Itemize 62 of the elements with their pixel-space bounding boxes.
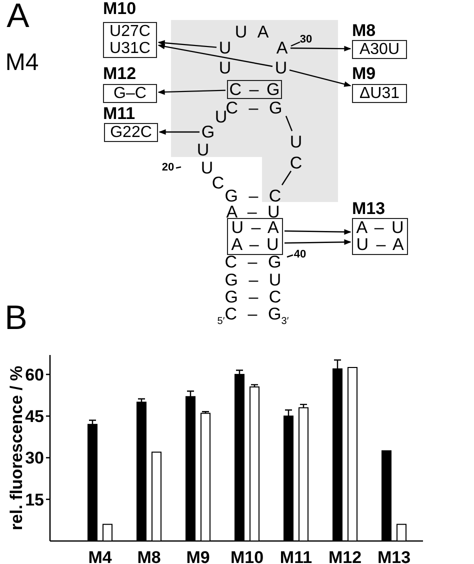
arrow bbox=[158, 40, 217, 48]
base-pair-box: U – A A – U bbox=[227, 218, 283, 255]
mutation-box: U27C U31C bbox=[103, 22, 157, 58]
panel-letter: A bbox=[6, 0, 30, 33]
category-label: M10 bbox=[230, 548, 264, 564]
base-pair: C – G bbox=[224, 254, 282, 270]
prime-label: 5′ bbox=[217, 317, 225, 327]
position-number: 20 bbox=[162, 162, 174, 174]
base-pair-box: C – G bbox=[227, 80, 282, 99]
mutant-name: M12 bbox=[103, 65, 136, 82]
arrow bbox=[158, 129, 200, 135]
base-pair: G – C bbox=[224, 288, 282, 306]
mutation-box: G22C bbox=[104, 123, 158, 142]
position-number: 40 bbox=[294, 250, 306, 260]
nucleotide: C bbox=[290, 154, 302, 172]
category-label: M9 bbox=[186, 548, 210, 564]
mutation-box: A – U U – A bbox=[352, 218, 408, 255]
mutant-name: M8 bbox=[352, 22, 376, 39]
nucleotide: U bbox=[214, 108, 228, 126]
panel-letter: B bbox=[4, 301, 28, 335]
position-number: 30 bbox=[300, 34, 312, 46]
axis-title: rel. fluorescence / % bbox=[7, 366, 26, 530]
nucleotide: U bbox=[200, 160, 214, 176]
category-label: M13 bbox=[377, 548, 411, 564]
axis-tick-label: 60 bbox=[25, 365, 44, 384]
mutant-name: M10 bbox=[103, 0, 136, 17]
mutant-name: M13 bbox=[352, 200, 386, 217]
axis-tick-label: 15 bbox=[25, 490, 44, 510]
nucleotide: G bbox=[201, 124, 215, 140]
nucleotide: U bbox=[274, 60, 288, 76]
axis-tick-label: 30 bbox=[25, 448, 44, 468]
nucleotide: C bbox=[212, 174, 224, 192]
mutant-name: M9 bbox=[352, 65, 376, 82]
arrow bbox=[284, 229, 352, 235]
mutation-box: ΔU31 bbox=[352, 84, 407, 103]
construct-label: M4 bbox=[5, 51, 39, 75]
nucleotide: A bbox=[257, 24, 269, 40]
nucleotide: U bbox=[290, 134, 302, 150]
arrow bbox=[158, 44, 273, 67]
nucleotide: U bbox=[218, 40, 232, 56]
prime-label: 3′ bbox=[281, 317, 289, 327]
nucleotide: U bbox=[218, 60, 232, 76]
base-pair: G – C bbox=[224, 188, 282, 204]
category-label: M4 bbox=[88, 548, 112, 564]
nucleotide: U bbox=[234, 24, 248, 40]
mutation-box: A30U bbox=[352, 40, 407, 59]
category-label: M8 bbox=[137, 548, 161, 564]
mutation-box: G–C bbox=[103, 84, 157, 103]
axis-tick-label: 45 bbox=[25, 407, 44, 426]
base-pair: G – U bbox=[224, 272, 282, 288]
arrow bbox=[289, 70, 352, 87]
base-pair: C – G bbox=[226, 100, 282, 116]
arrow bbox=[284, 239, 352, 245]
nucleotide: U bbox=[196, 142, 210, 158]
arrow bbox=[290, 46, 352, 52]
category-label: M12 bbox=[328, 548, 362, 564]
arrow bbox=[158, 89, 226, 95]
mutant-name: M11 bbox=[103, 105, 136, 122]
nucleotide: A bbox=[276, 40, 288, 56]
base-pair: C – G bbox=[224, 306, 282, 322]
base-pair: A – U bbox=[226, 204, 280, 220]
category-label: M11 bbox=[280, 548, 312, 564]
